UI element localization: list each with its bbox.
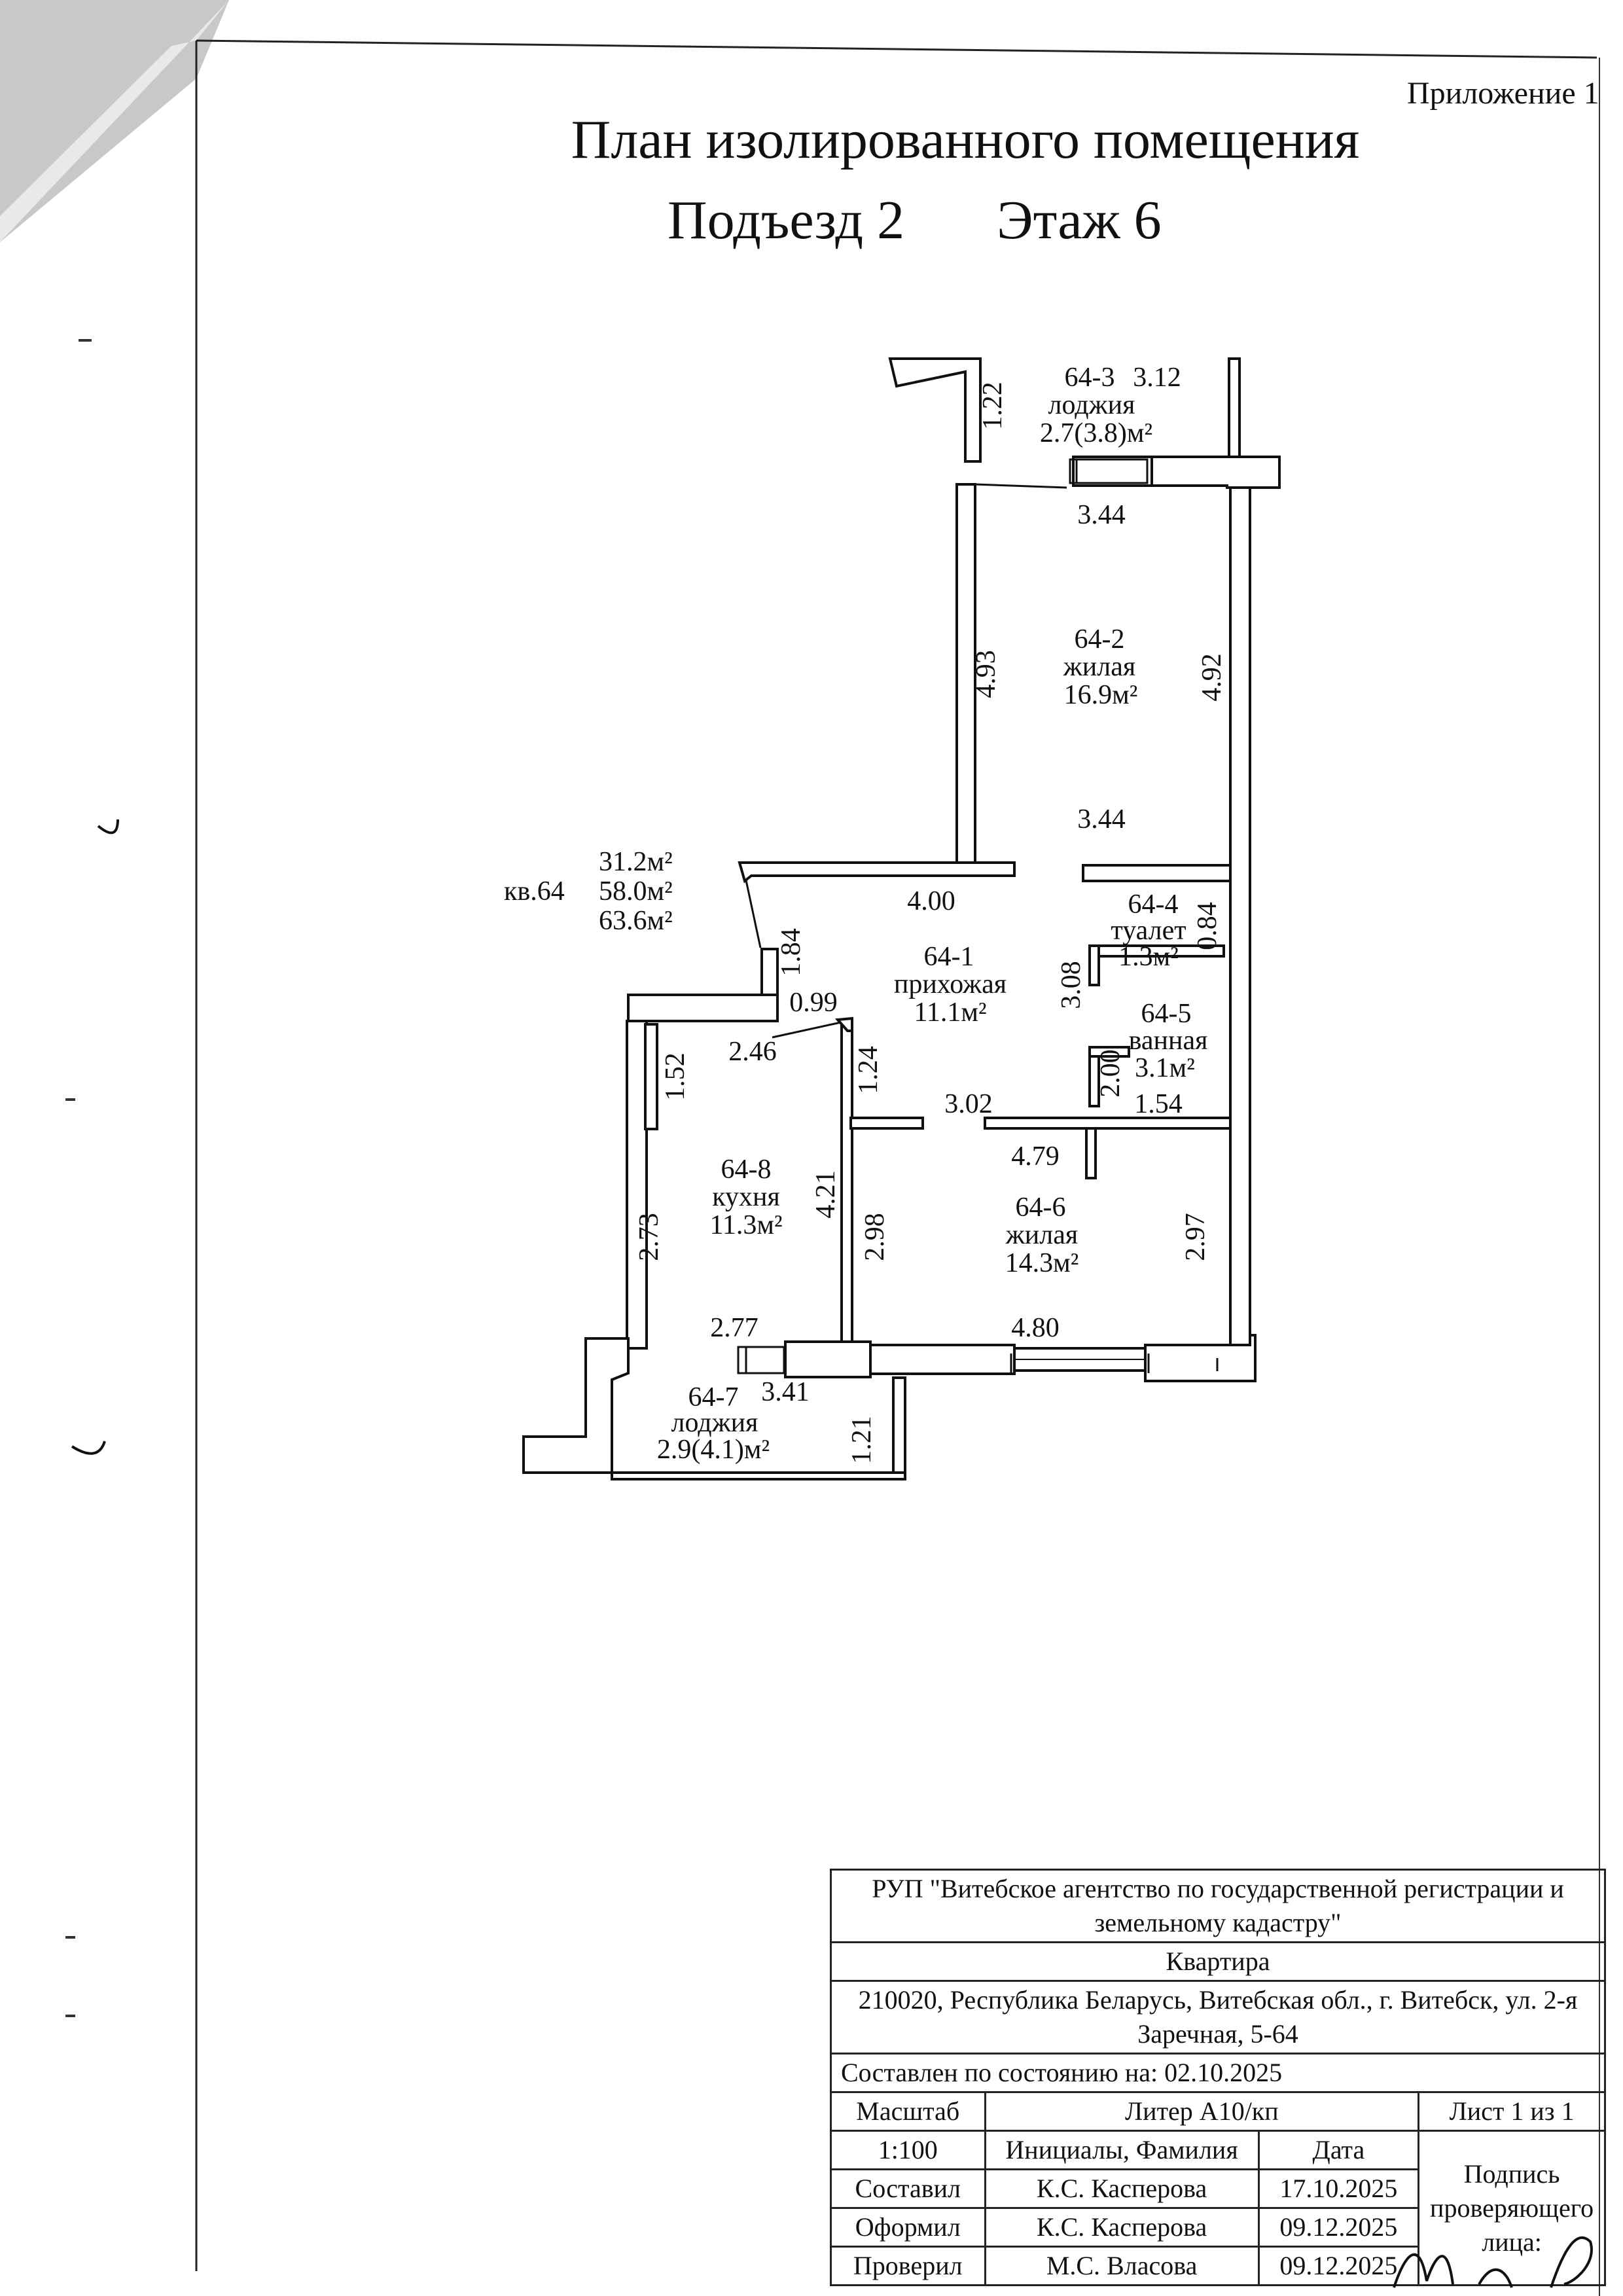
room-64-4-name: туалет — [1111, 916, 1186, 946]
room-64-8-id: 64-8 — [721, 1155, 772, 1185]
room-64-3-name: лоджия — [1048, 390, 1135, 420]
room-64-3-area: 2.7(3.8)м² — [1040, 418, 1152, 448]
room-64-8-area: 11.3м² — [709, 1210, 782, 1240]
page-title: План изолированного помещения — [571, 109, 1360, 170]
signature-header: Подпись проверяющего лица: — [1418, 2130, 1606, 2286]
room-64-1-area: 11.1м² — [914, 997, 986, 1028]
appendix-label: Приложение 1 — [1407, 76, 1599, 111]
scale-value: 1:100 — [830, 2130, 986, 2170]
room-64-1-name: прихожая — [894, 969, 1007, 999]
room-64-2-id: 64-2 — [1075, 624, 1125, 655]
windows — [737, 458, 1219, 1374]
signature-scribble — [1393, 2236, 1593, 2288]
name-cell: К.С. Касперова — [984, 2207, 1260, 2248]
dim-2-77: 2.77 — [710, 1313, 758, 1343]
room-64-5-id: 64-5 — [1141, 999, 1192, 1029]
room-64-7-area: 2.9(4.1)м² — [657, 1435, 770, 1465]
apartment-label: кв.64 — [504, 876, 565, 906]
table-row: Проверил М.С. Власова 09.12.2025 — [830, 2246, 1605, 2286]
dim-1-21: 1.21 — [847, 1416, 877, 1464]
date-cell: 09.12.2025 — [1257, 2246, 1420, 2286]
dim-4-21: 4.21 — [811, 1170, 841, 1219]
role-cell: Составил — [830, 2168, 986, 2209]
dim-1-22: 1.22 — [978, 382, 1008, 430]
room-64-7-name: лоджия — [671, 1408, 758, 1438]
dim-4-80: 4.80 — [1011, 1313, 1060, 1343]
scale-label: Масштаб — [830, 2091, 986, 2132]
date-cell: 17.10.2025 — [1257, 2168, 1420, 2209]
liter-label: Литер А10/кп — [984, 2091, 1420, 2132]
name-cell: К.С. Касперова — [984, 2168, 1260, 2209]
room-64-3-id: 64-3 — [1065, 363, 1115, 393]
dim-3-12: 3.12 — [1133, 363, 1181, 393]
room-64-1-id: 64-1 — [924, 942, 974, 972]
address: 210020, Республика Беларусь, Витебская о… — [830, 1980, 1606, 2054]
organization-name: РУП "Витебское агентство по государствен… — [830, 1869, 1606, 1943]
table-row: Составил К.С. Касперова 17.10.2025 — [830, 2168, 1605, 2209]
dim-3-41: 3.41 — [761, 1377, 810, 1407]
dim-4-93: 4.93 — [971, 650, 1001, 698]
room-64-2-name: жилая — [1063, 652, 1135, 682]
dim-2-46: 2.46 — [728, 1037, 777, 1067]
apartment-area-living: 31.2м² — [599, 847, 673, 877]
dim-0-99: 0.99 — [789, 988, 838, 1018]
apartment-area-loggias: 63.6м² — [599, 906, 673, 936]
table-row: Оформил К.С. Касперова 09.12.2025 — [830, 2207, 1605, 2248]
date-cell: 09.12.2025 — [1257, 2207, 1420, 2248]
dim-4-00: 4.00 — [907, 886, 955, 916]
room-64-4-id: 64-4 — [1128, 889, 1179, 920]
role-cell: Оформил — [830, 2207, 986, 2248]
room-64-4-area: 1.3м² — [1118, 942, 1179, 972]
dim-2-73: 2.73 — [634, 1213, 664, 1261]
object-type: Квартира — [830, 1941, 1606, 1982]
dim-1-84: 1.84 — [776, 928, 806, 977]
name-cell: М.С. Власова — [984, 2246, 1260, 2286]
room-64-6-area: 14.3м² — [1005, 1248, 1079, 1278]
dim-1-52: 1.52 — [660, 1052, 690, 1101]
dim-3-02: 3.02 — [944, 1089, 993, 1119]
sheet-label: Лист 1 из 1 — [1418, 2091, 1606, 2132]
room-64-8-name: кухня — [712, 1182, 780, 1212]
apartment-area-total: 58.0м² — [599, 876, 673, 906]
floor-plan: 64-3 лоджия 2.7(3.8)м² 64-2 жилая 16.9м²… — [504, 357, 1281, 1480]
role-cell: Проверил — [830, 2246, 986, 2286]
title-block: РУП "Витебское агентство по государствен… — [830, 1869, 1606, 2286]
floor-label: Этаж 6 — [997, 190, 1162, 251]
state-date: Составлен по состоянию на: 02.10.2025 — [830, 2053, 1606, 2093]
dim-3-44-bottom: 3.44 — [1077, 804, 1126, 834]
dim-4-92: 4.92 — [1197, 653, 1227, 702]
dim-2-97: 2.97 — [1181, 1213, 1211, 1261]
room-64-6-id: 64-6 — [1016, 1193, 1066, 1223]
dim-3-44-top: 3.44 — [1077, 500, 1126, 530]
dim-4-79: 4.79 — [1011, 1141, 1060, 1172]
dim-0-84: 0.84 — [1192, 902, 1222, 950]
room-64-7-id: 64-7 — [688, 1382, 739, 1412]
dim-2-98: 2.98 — [860, 1213, 890, 1261]
date-header: Дата — [1257, 2130, 1420, 2170]
dim-2-00: 2.00 — [1096, 1049, 1126, 1098]
room-64-5-name: ванная — [1129, 1026, 1208, 1056]
walls — [522, 357, 1281, 1480]
page-subtitle: Подъезд 2 Этаж 6 — [668, 188, 1240, 252]
initials-header: Инициалы, Фамилия — [984, 2130, 1260, 2170]
dim-3-08: 3.08 — [1056, 961, 1086, 1009]
room-64-2-area: 16.9м² — [1064, 680, 1138, 710]
dim-1-54: 1.54 — [1134, 1089, 1183, 1119]
dim-1-24: 1.24 — [853, 1046, 883, 1094]
entrance-label: Подъезд 2 — [668, 190, 905, 251]
room-64-5-area: 3.1м² — [1135, 1053, 1195, 1083]
room-64-6-name: жилая — [1005, 1220, 1078, 1250]
